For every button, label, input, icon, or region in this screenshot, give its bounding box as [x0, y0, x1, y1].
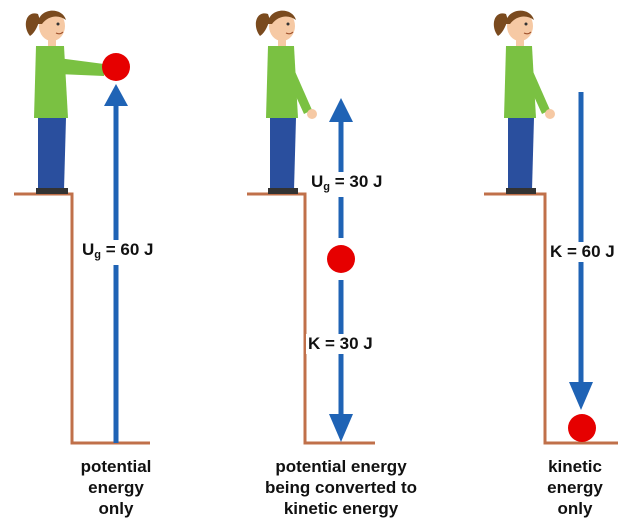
caption-panel-2: potential energy being converted to kine…: [236, 456, 446, 519]
arrowhead-up: [104, 84, 128, 106]
caption-line: potential energy: [275, 457, 407, 476]
caption-panel-3: kinetic energy only: [530, 456, 620, 519]
panel-3: [484, 10, 618, 445]
girl-figure: [493, 10, 555, 194]
caption-line: energy: [547, 478, 603, 497]
ball: [327, 245, 355, 273]
energy-label-k-60: K = 60 J: [548, 242, 617, 262]
ball: [568, 414, 596, 442]
caption-line: energy: [88, 478, 144, 497]
girl-figure: [25, 10, 104, 194]
arrowhead-down: [569, 382, 593, 410]
energy-label-k-30: K = 30 J: [306, 334, 375, 354]
energy-label-ug-30: Ug = 30 J: [309, 172, 385, 197]
caption-line: only: [557, 499, 593, 518]
caption-line: kinetic: [548, 457, 602, 476]
panel-2: [247, 10, 375, 445]
girl-figure: [255, 10, 317, 194]
caption-line: being converted to: [264, 478, 418, 497]
caption-line: only: [98, 499, 134, 518]
panel-1: [14, 10, 150, 445]
caption-line: potential: [80, 457, 152, 476]
cliff-ledge: [14, 192, 150, 445]
energy-label-ug-60: Ug = 60 J: [80, 240, 156, 265]
cliff-ledge: [247, 192, 375, 445]
arrowhead-up: [329, 98, 353, 122]
caption-line: kinetic energy: [283, 499, 399, 518]
ball: [102, 53, 130, 81]
cliff-ledge: [484, 192, 618, 445]
caption-panel-1: potential energy only: [56, 456, 176, 519]
arrowhead-down: [329, 414, 353, 442]
